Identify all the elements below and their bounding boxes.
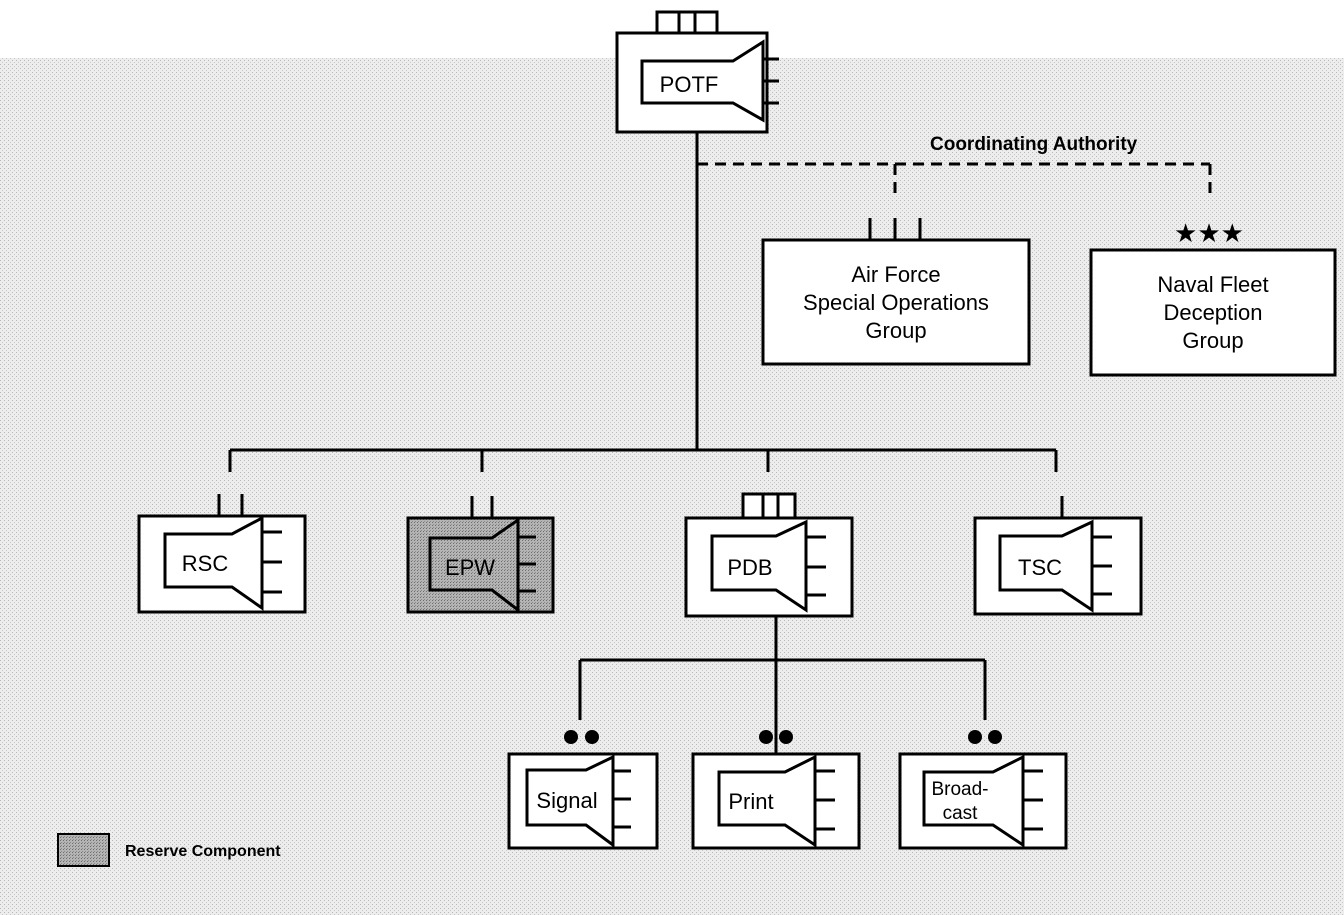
dot-icon [585,730,599,744]
psyop-loudspeaker-icon [922,754,1025,848]
psyop-loudspeaker-icon [525,754,615,848]
node-label: Print [728,789,773,814]
node-label-line1: Air Force [851,262,940,287]
node-pdb: PDB [684,492,854,618]
psyop-loudspeaker-icon [163,515,264,611]
psyop-loudspeaker-icon [640,39,765,123]
node-label-line2: Special Operations [803,290,989,315]
node-potf: POTF [615,10,779,134]
node-print: Print [691,730,861,850]
node-label-line1: Broad- [931,779,988,800]
node-label: Signal [536,788,597,813]
node-label: PDB [727,555,772,580]
dot-icon [968,730,982,744]
psyop-loudspeaker-icon [710,519,808,613]
node-tsc: TSC [973,496,1143,616]
node-label-line3: Group [1182,328,1243,353]
coordinating-authority-lines [697,162,1212,198]
psyop-loudspeaker-icon [998,519,1094,613]
node-label-line2: cast [943,803,979,824]
node-broadcast: Broad- cast [898,730,1068,850]
node-label: TSC [1018,555,1062,580]
legend-reserve-swatch [57,833,110,867]
hq-tab-icon [655,10,719,36]
hq-tab-icon [741,492,797,520]
node-label: EPW [445,555,495,580]
stippled-panel [0,58,1344,915]
dot-icon [759,730,773,744]
dot-icon [988,730,1002,744]
legend: Reserve Component [57,833,281,867]
coordinating-authority-label: Coordinating Authority [930,134,1138,155]
node-label-line2: Deception [1163,300,1262,325]
node-label-line3: Group [865,318,926,343]
legend-label: Reserve Component [125,843,281,860]
node-rsc: RSC [137,494,307,614]
node-afsog: Air Force Special Operations Group [761,218,1031,366]
node-label: RSC [182,551,229,576]
psyop-loudspeaker-icon [717,754,817,848]
psyop-loudspeaker-icon [428,517,520,614]
node-epw: EPW [406,496,555,614]
node-nfdg: ★★★ Naval Fleet Deception Group [1089,218,1337,377]
dot-icon [564,730,578,744]
group-echelon-ticks [868,218,922,240]
dot-icon [779,730,793,744]
node-label-line1: Naval Fleet [1157,272,1268,297]
node-signal: Signal [507,730,659,850]
node-label: POTF [660,72,719,97]
three-star-icon: ★★★ [1174,218,1244,248]
